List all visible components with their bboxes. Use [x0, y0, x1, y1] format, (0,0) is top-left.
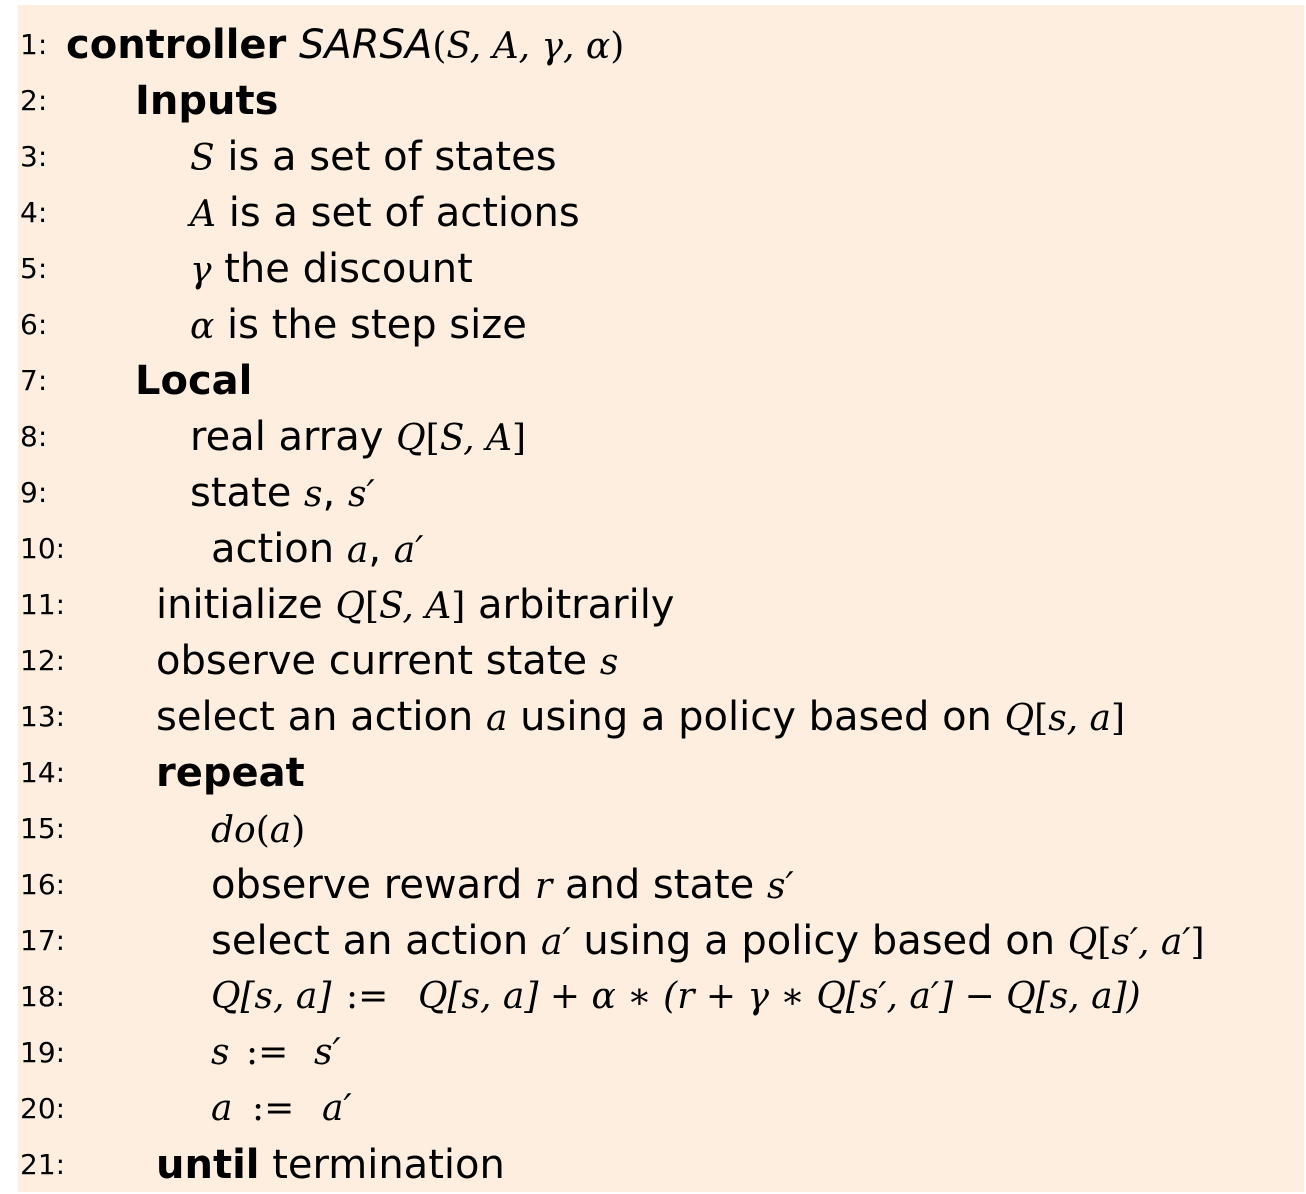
line-number: 7:	[20, 364, 48, 397]
algorithm-line-1: 1: controller SARSA(S, A, γ, α)	[20, 22, 625, 68]
keyword-local: Local	[135, 358, 253, 404]
line-number: 8:	[20, 420, 48, 453]
algorithm-line-17: 17: select an action a′ using a policy b…	[20, 918, 1205, 964]
assignment-rhs: Q[s, a] + α ∗ (r + γ ∗ Q[s′, a′] − Q[s, …	[418, 976, 1141, 1017]
algorithm-panel: 1: controller SARSA(S, A, γ, α) 2: Input…	[18, 5, 1304, 1192]
line-number: 1:	[20, 28, 48, 61]
algorithm-line-13: 13: select an action a using a policy ba…	[20, 694, 1126, 740]
line-number: 10:	[20, 532, 66, 565]
line-number: 4:	[20, 196, 48, 229]
line-number: 15:	[20, 812, 66, 845]
line-number: 3:	[20, 140, 48, 173]
algorithm-line-3: 3: S is a set of states	[20, 134, 557, 180]
algorithm-line-15: 15: do(a)	[20, 810, 306, 851]
keyword-until: until	[156, 1142, 260, 1188]
line-number: 9:	[20, 476, 48, 509]
line-number: 19:	[20, 1036, 66, 1069]
algorithm-line-6: 6: α is the step size	[20, 302, 527, 348]
assignment-lhs: a	[211, 1088, 233, 1129]
algorithm-line-11: 11: initialize Q[S, A] arbitrarily	[20, 582, 675, 628]
line-number: 6:	[20, 308, 48, 341]
algorithm-line-14: 14: repeat	[18, 743, 1304, 799]
procedure-params: S, A, γ, α	[446, 26, 611, 67]
line-number: 13:	[20, 700, 66, 733]
line-number: 16:	[20, 868, 66, 901]
assignment-operator: :=	[246, 1032, 289, 1073]
algorithm-line-4: 4: A is a set of actions	[20, 190, 580, 236]
line-number: 20:	[20, 1092, 66, 1125]
keyword-repeat: repeat	[156, 750, 305, 796]
line-number: 14:	[20, 756, 66, 789]
line-number: 21:	[20, 1148, 66, 1181]
algorithm-line-12: 12: observe current state s	[20, 638, 619, 684]
assignment-rhs: s′	[314, 1032, 341, 1073]
keyword-inputs: Inputs	[135, 78, 279, 124]
algorithm-line-5: 5: γ the discount	[20, 246, 473, 292]
keyword-controller: controller	[66, 22, 287, 68]
line-number: 11:	[20, 588, 66, 621]
algorithm-line-9: 9: state s, s′	[20, 470, 375, 516]
line-number: 5:	[20, 252, 48, 285]
assignment-rhs: a′	[322, 1088, 352, 1129]
assignment-operator: :=	[346, 976, 389, 1017]
assignment-lhs: s	[211, 1032, 230, 1073]
procedure-name: SARSA	[299, 22, 433, 68]
algorithm-line-10: 10: action a, a′	[20, 526, 424, 572]
algorithm-line-18: 18: Q[s, a] := Q[s, a] + α ∗ (r + γ ∗ Q[…	[18, 967, 1304, 1023]
algorithm-line-8: 8: real array Q[S, A]	[20, 414, 526, 460]
algorithm-line-21: 21: until termination	[20, 1142, 505, 1188]
line-number: 17:	[20, 924, 66, 957]
algorithm-line-2: 2: Inputs	[18, 71, 1304, 127]
line-number: 18:	[20, 980, 66, 1013]
algorithm-line-16: 16: observe reward r and state s′	[20, 862, 794, 908]
line-number: 12:	[20, 644, 66, 677]
assignment-operator: :=	[252, 1088, 295, 1129]
algorithm-line-20: 20: a := a′	[18, 1079, 1304, 1135]
line-number: 2:	[20, 84, 48, 117]
algorithm-line-19: 19: s := s′	[18, 1023, 1304, 1079]
assignment-lhs: Q[s, a]	[211, 976, 332, 1017]
algorithm-line-7: 7: Local	[18, 351, 1304, 407]
